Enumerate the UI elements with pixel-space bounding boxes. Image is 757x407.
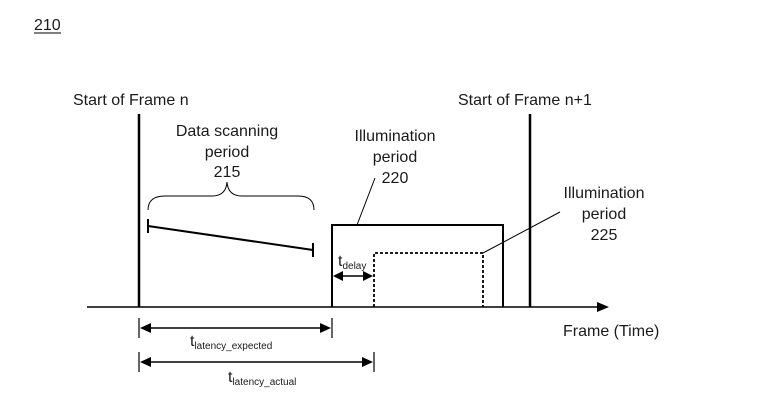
t-latency-actual-arrowhead-right bbox=[362, 357, 373, 367]
illumination-225-pulse bbox=[374, 253, 483, 307]
figure-number: 210 bbox=[34, 17, 61, 34]
illumination-220-ref: 220 bbox=[382, 170, 409, 187]
data-scanning-brace bbox=[148, 182, 314, 210]
axis-label: Frame (Time) bbox=[563, 323, 659, 340]
t-delay-subscript: delay bbox=[342, 261, 366, 272]
data-scanning-line1: Data scanning bbox=[176, 123, 278, 140]
t-delay-label: tdelay bbox=[338, 253, 366, 272]
data-scanning-line2: period bbox=[205, 144, 249, 161]
illumination-225-line2: period bbox=[582, 206, 626, 223]
start-frame-n1-label: Start of Frame n+1 bbox=[458, 92, 592, 109]
illumination-220-line1: Illumination bbox=[355, 128, 436, 145]
t-latency-expected-label: tlatency_expected bbox=[190, 333, 272, 352]
t-delay-arrowhead-left bbox=[333, 271, 343, 281]
t-latency-expected-arrowhead-left bbox=[140, 323, 151, 333]
illumination-225-line1: Illumination bbox=[564, 185, 645, 202]
t-latency-actual-label: tlatency_actual bbox=[228, 369, 296, 388]
t-latency-expected-arrowhead-right bbox=[320, 323, 331, 333]
illumination-220-line2: period bbox=[373, 149, 417, 166]
t-latency-actual-arrowhead-left bbox=[140, 357, 151, 367]
data-scanning-ref: 215 bbox=[214, 164, 241, 181]
t-delay-arrowhead-right bbox=[363, 271, 373, 281]
t-latency-expected-subscript: latency_expected bbox=[194, 341, 272, 352]
illumination-225-leader bbox=[483, 212, 560, 253]
illumination-220-leader bbox=[357, 178, 375, 225]
start-frame-n-label: Start of Frame n bbox=[73, 92, 189, 109]
illumination-225-ref: 225 bbox=[591, 227, 618, 244]
t-latency-actual-subscript: latency_actual bbox=[232, 377, 296, 388]
time-axis-arrowhead bbox=[597, 302, 609, 312]
data-scanning-line bbox=[148, 226, 313, 250]
